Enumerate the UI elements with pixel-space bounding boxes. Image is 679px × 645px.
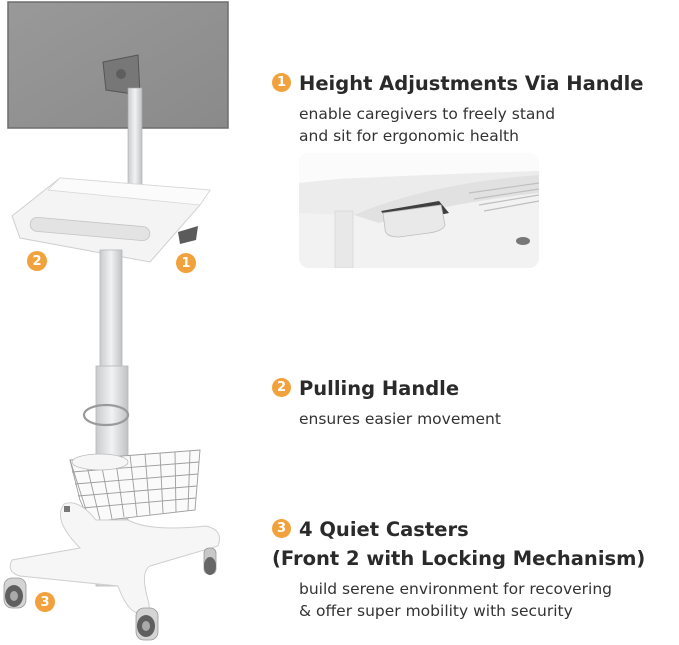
feature-2-number: 2 bbox=[272, 378, 291, 397]
caster-right bbox=[203, 547, 217, 575]
feature-2-title: Pulling Handle bbox=[299, 377, 460, 400]
monitor-post bbox=[127, 87, 143, 189]
feature-1-title: Height Adjustments Via Handle bbox=[299, 72, 644, 95]
feature-2-description: ensures easier movement bbox=[299, 410, 501, 428]
feature-3-description: build serene environment for recovering … bbox=[299, 580, 613, 620]
marker-casters: 3 bbox=[35, 592, 55, 612]
feature-3-number: 3 bbox=[272, 519, 291, 538]
mobile-cart-illustration bbox=[3, 1, 229, 641]
feature-1-number: 1 bbox=[272, 73, 291, 92]
basket-plate bbox=[71, 453, 129, 471]
feature-1-description: enable caregivers to freely stand and si… bbox=[299, 105, 556, 145]
marker-pull-handle: 2 bbox=[27, 251, 47, 271]
marker-handle: 1 bbox=[176, 253, 196, 273]
feature-pulling-handle: 2 Pulling Handle ensures easier movement bbox=[272, 375, 501, 430]
handle-detail-photo bbox=[299, 153, 539, 268]
caster-front-left bbox=[3, 577, 27, 609]
base bbox=[9, 502, 220, 615]
feature-height-adjustment: 1 Height Adjustments Via Handle enable c… bbox=[272, 70, 643, 147]
monitor bbox=[7, 1, 229, 129]
feature-quiet-casters: 3 4 Quiet Casters (Front 2 with Locking … bbox=[272, 516, 645, 622]
caster-back-left bbox=[64, 506, 70, 512]
caster-front-center bbox=[135, 607, 159, 641]
work-surface bbox=[11, 177, 211, 263]
holder-ring bbox=[82, 403, 130, 427]
feature-3-title: 4 Quiet Casters (Front 2 with Locking Me… bbox=[272, 518, 646, 570]
